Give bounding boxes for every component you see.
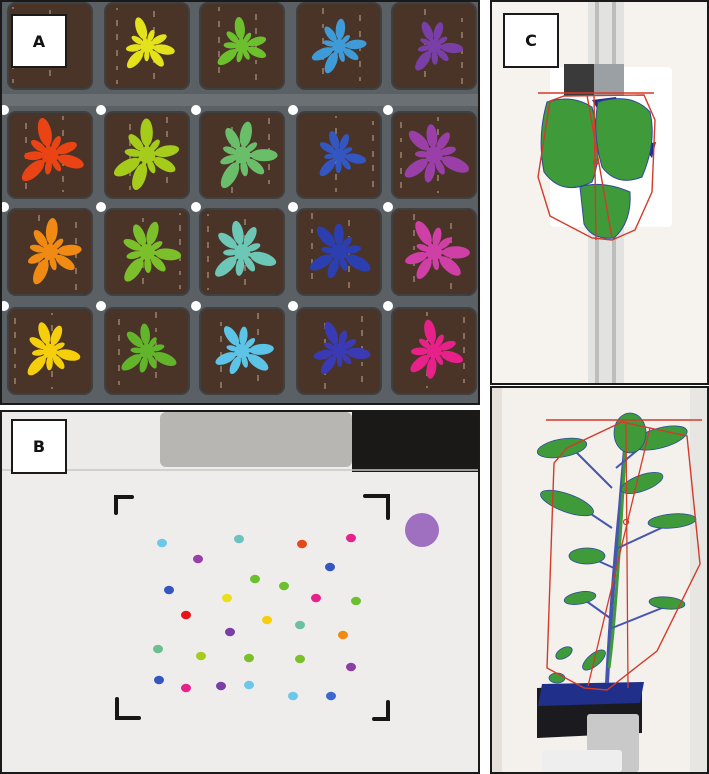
- tray-marker-dot: [288, 202, 298, 212]
- convex-hull: [537, 94, 656, 241]
- rosette: [217, 16, 267, 66]
- calibration-dot: [279, 581, 289, 591]
- rosette: [27, 322, 81, 376]
- centroid-marker: [592, 158, 600, 166]
- calibration-dot: [222, 593, 232, 603]
- tray-marker-dot: [2, 301, 9, 311]
- rosette: [313, 321, 371, 375]
- leaf-segment: [536, 437, 588, 459]
- leaf-segment: [647, 513, 697, 529]
- tray-marker-dot: [383, 202, 393, 212]
- calibration-dot: [153, 644, 163, 654]
- tray-marker-dot: [383, 105, 393, 115]
- leaf-segment: [595, 98, 653, 181]
- rosette: [126, 17, 175, 69]
- rosette: [311, 18, 367, 74]
- rosette: [27, 218, 82, 285]
- corner-marker: [114, 495, 134, 515]
- calibration-dot: [346, 662, 356, 672]
- calibration-dot: [338, 630, 348, 640]
- calibration-dot: [225, 627, 235, 637]
- calibration-dot: [181, 610, 191, 620]
- tray-marker-dot: [383, 301, 393, 311]
- leaf-segment: [540, 98, 599, 189]
- calibration-dot: [157, 538, 167, 548]
- tray-marker-dot: [191, 202, 201, 212]
- leaf-segment: [568, 547, 606, 565]
- calibration-dot: [244, 680, 254, 690]
- corner-marker: [115, 697, 141, 720]
- tray-marker-dot: [96, 202, 106, 212]
- rosette: [404, 124, 470, 183]
- tray-marker-dot: [2, 105, 9, 115]
- tray-marker-dot: [191, 105, 201, 115]
- calibration-dot: [326, 691, 336, 701]
- rosette: [220, 121, 278, 189]
- rosette: [415, 21, 464, 71]
- tray-marker-dot: [288, 301, 298, 311]
- panel-b-calibration-board: B: [0, 410, 480, 774]
- calibration-dot: [325, 562, 335, 572]
- leaf-segment: [563, 591, 597, 605]
- calibration-dot: [262, 615, 272, 625]
- calibration-dot: [216, 681, 226, 691]
- leaf-segment: [548, 672, 566, 684]
- rosette: [114, 118, 180, 190]
- leaf-segment: [555, 646, 573, 660]
- leaf-segment: [540, 489, 594, 517]
- rosette: [215, 326, 274, 375]
- panel-label-c: C: [503, 13, 559, 68]
- leaf-segment: [579, 183, 631, 239]
- corner-marker: [372, 700, 390, 721]
- calibration-dot: [164, 585, 174, 595]
- panel-label-text: A: [32, 31, 46, 51]
- calibration-dot: [346, 533, 356, 543]
- top-view-hull-image: [537, 2, 672, 383]
- panel-d-side-view: [490, 386, 709, 774]
- calibration-dot: [311, 593, 321, 603]
- calibration-dot: [196, 651, 206, 661]
- centroid-marker: [622, 518, 630, 526]
- corner-marker: [363, 494, 390, 520]
- tray-marker-dot: [191, 301, 201, 311]
- tray-marker-dot: [2, 202, 9, 212]
- leaf-segment: [613, 412, 647, 454]
- calibration-dot: [193, 554, 203, 564]
- panel-label-a: A: [11, 14, 67, 68]
- panel-a-rosette-tray: A: [0, 0, 480, 405]
- rosette: [410, 319, 464, 379]
- tray-marker-dot: [96, 301, 106, 311]
- side-view-hull-image: [492, 388, 707, 772]
- rosette: [21, 117, 84, 182]
- rosette: [319, 130, 367, 177]
- calibration-dot: [154, 675, 164, 685]
- tray-marker-dot: [288, 105, 298, 115]
- reference-dot: [405, 513, 439, 547]
- calibration-dot: [351, 596, 361, 606]
- rosette: [123, 221, 182, 282]
- panel-c-top-view: C: [490, 0, 709, 385]
- tray-marker-dot: [96, 105, 106, 115]
- rosette: [405, 221, 470, 279]
- rosette: [215, 220, 277, 277]
- calibration-dot: [234, 534, 244, 544]
- leaf-segment: [648, 596, 686, 610]
- panel-label-text: B: [32, 437, 46, 456]
- leaf-segment: [620, 471, 664, 495]
- rosette: [121, 323, 177, 373]
- panel-label-text: C: [525, 31, 537, 50]
- rosette-tray-image: [2, 2, 478, 395]
- calibration-dot: [295, 654, 305, 664]
- calibration-dot: [297, 539, 307, 549]
- convex-hull: [546, 421, 701, 691]
- calibration-dot: [181, 683, 191, 693]
- calibration-dot: [288, 691, 298, 701]
- calibration-board-image: [2, 412, 478, 721]
- panel-label-b: B: [11, 419, 67, 474]
- calibration-dot: [244, 653, 254, 663]
- rosette: [309, 223, 371, 279]
- calibration-dot: [250, 574, 260, 584]
- calibration-dot: [295, 620, 305, 630]
